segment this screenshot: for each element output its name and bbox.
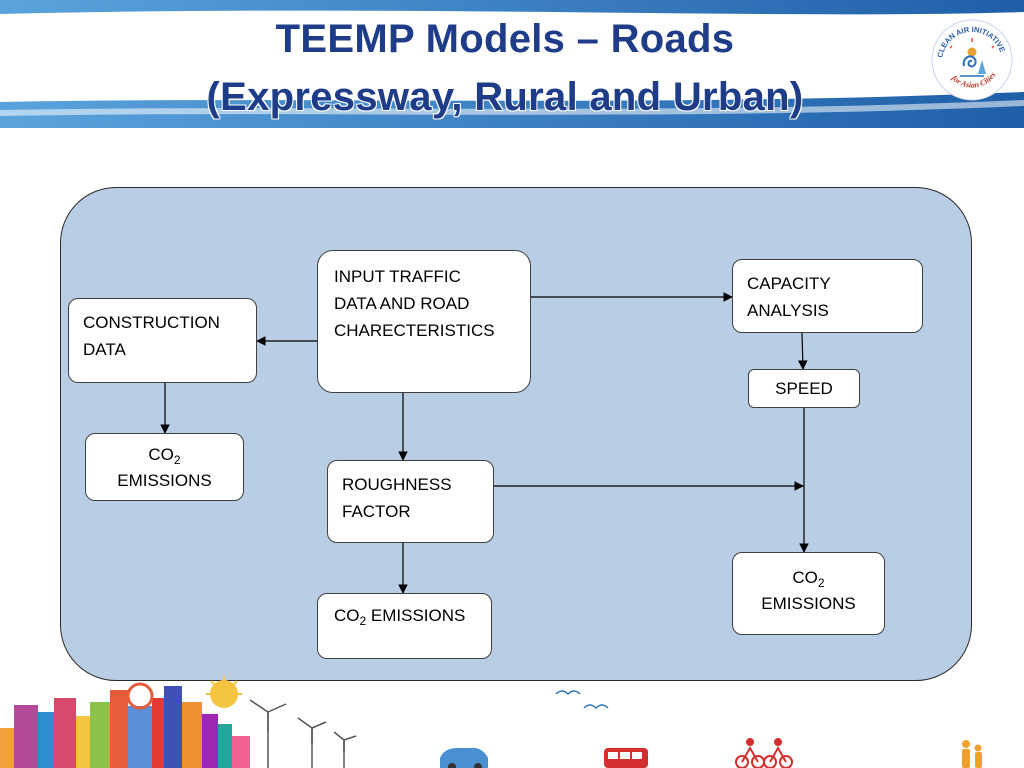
banner-highlight [0, 100, 1024, 116]
page-subtitle: (Expressway, Rural and Urban) [206, 75, 804, 119]
banner-top-wave [0, 0, 1024, 15]
capacity-analysis-line-1: CAPACITY [747, 274, 831, 293]
roughness-factor-box: ROUGHNESS FACTOR [327, 460, 494, 543]
co2-emissions-bottom-box: CO2 EMISSIONS [317, 593, 492, 659]
co2-emissions-right-line-2: EMISSIONS [761, 594, 856, 613]
input-traffic-line-1: INPUT TRAFFIC [334, 267, 461, 286]
cyclists-icon [735, 738, 793, 768]
co2-emissions-left-box: CO2 EMISSIONS [85, 433, 244, 501]
page-title: TEEMP Models – Roads [275, 17, 735, 61]
car-icon [440, 748, 488, 768]
wind-turbines [249, 699, 357, 768]
co2-emissions-left-line-1: CO2 [148, 445, 181, 467]
roughness-factor-line-2: FACTOR [342, 502, 411, 521]
co2-emissions-bottom-label: CO2 EMISSIONS [334, 606, 466, 628]
clean-air-initiative-logo: CLEAN AIR INITIATIVE for Asian Cities [931, 19, 1013, 101]
construction-data-line-2: DATA [83, 340, 126, 359]
input-traffic-line-3: CHARECTERISTICS [334, 321, 495, 340]
co2-emissions-right-line-1: CO2 [792, 568, 825, 590]
city-skyline [0, 676, 250, 768]
construction-data-box: CONSTRUCTION DATA [68, 298, 257, 383]
pedestrians-icon [962, 740, 982, 768]
header-banner [0, 0, 1024, 128]
input-traffic-box: INPUT TRAFFIC DATA AND ROAD CHARECTERIST… [317, 250, 531, 393]
input-traffic-line-2: DATA AND ROAD [334, 294, 470, 313]
speed-box: SPEED [748, 369, 860, 408]
birds [555, 690, 609, 710]
footer-city-illustration [0, 676, 982, 768]
speed-label: SPEED [775, 379, 833, 398]
roughness-factor-line-1: ROUGHNESS [342, 475, 452, 494]
co2-emissions-left-line-2: EMISSIONS [117, 471, 212, 490]
capacity-analysis-box: CAPACITY ANALYSIS [732, 259, 923, 333]
capacity-analysis-line-2: ANALYSIS [747, 301, 829, 320]
co2-emissions-right-box: CO2 EMISSIONS [732, 552, 885, 635]
bus-icon [604, 748, 648, 768]
construction-data-line-1: CONSTRUCTION [83, 313, 220, 332]
